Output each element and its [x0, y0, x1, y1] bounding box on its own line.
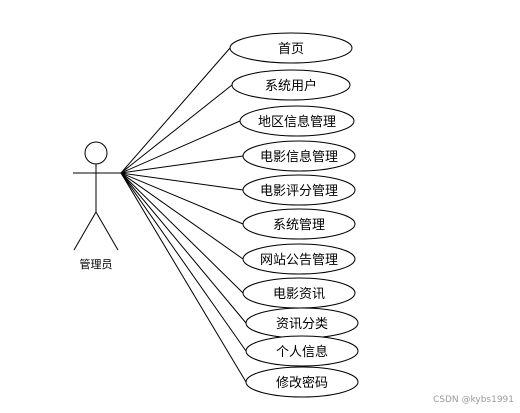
use-case: 电影信息管理 [242, 140, 356, 172]
use-case-label: 首页 [278, 42, 304, 57]
use-case-label: 修改密码 [276, 375, 328, 391]
use-case-label: 系统用户 [265, 78, 317, 94]
association-line [120, 84, 233, 174]
use-case-label: 资讯分类 [276, 317, 328, 332]
use-case: 系统管理 [242, 208, 356, 240]
actor-head [84, 141, 108, 165]
use-case: 地区信息管理 [239, 105, 355, 137]
use-case: 修改密码 [245, 366, 359, 398]
use-case: 首页 [229, 32, 353, 64]
watermark: CSDN @kybs1991 [432, 395, 514, 405]
actor-right-leg [95, 211, 119, 251]
use-case-ellipse [245, 335, 359, 367]
use-case-label: 网站公告管理 [260, 253, 338, 268]
actor-label: 管理员 [80, 257, 113, 271]
association-line [120, 172, 244, 294]
use-case-label: 电影资讯 [273, 287, 325, 302]
association-line [120, 172, 244, 260]
use-case: 电影评分管理 [242, 174, 356, 206]
use-case-label: 个人信息 [276, 344, 328, 360]
use-case-ellipse [242, 140, 356, 172]
use-case-label: 系统管理 [273, 218, 325, 233]
association-line [120, 172, 247, 383]
association-line [120, 172, 247, 324]
use-case-label: 电影信息管理 [260, 149, 338, 165]
use-case: 网站公告管理 [242, 243, 356, 275]
association-line [120, 120, 241, 174]
use-case-ellipse [242, 174, 356, 206]
use-case: 系统用户 [231, 69, 351, 101]
association-line [120, 47, 231, 174]
use-case-ellipse [229, 32, 353, 64]
use-case-label: 地区信息管理 [258, 114, 336, 130]
use-case: 个人信息 [245, 335, 359, 367]
actor-administrator: 管理员 [73, 141, 121, 271]
use-case-ellipse [245, 366, 359, 398]
use-case-ellipse [239, 105, 355, 137]
actor-left-leg [73, 211, 97, 251]
association-line [120, 172, 247, 352]
use-case-ellipse [242, 243, 356, 275]
use-case-ellipse [231, 69, 351, 101]
association-line [120, 172, 244, 225]
use-case: 资讯分类 [245, 307, 359, 339]
use-case-list: 首页系统用户地区信息管理电影信息管理电影评分管理系统管理网站公告管理电影资讯资讯… [229, 32, 359, 398]
use-case: 电影资讯 [242, 277, 356, 309]
association-lines [120, 47, 247, 383]
association-line [120, 172, 244, 191]
association-line [120, 155, 244, 174]
use-case-ellipse [242, 208, 356, 240]
use-case-label: 电影评分管理 [260, 184, 338, 199]
